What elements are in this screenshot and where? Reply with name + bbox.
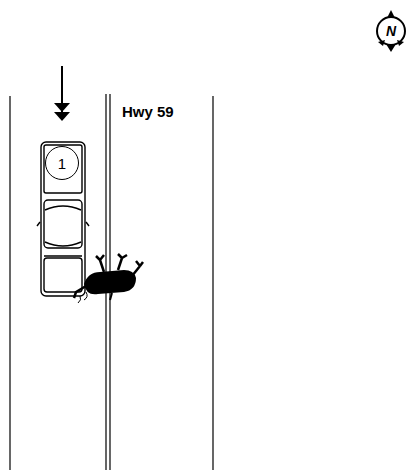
road-name: Hwy 59: [120, 103, 176, 120]
compass-letter: N: [386, 23, 396, 39]
animal-figure: [74, 254, 143, 300]
travel-arrow: [54, 66, 70, 121]
road-lines: [10, 94, 213, 470]
north-compass: [377, 10, 405, 52]
vehicle-number-circle: 1: [45, 146, 79, 180]
vehicle-outline: [37, 142, 89, 303]
callout-number: 1: [58, 155, 66, 172]
